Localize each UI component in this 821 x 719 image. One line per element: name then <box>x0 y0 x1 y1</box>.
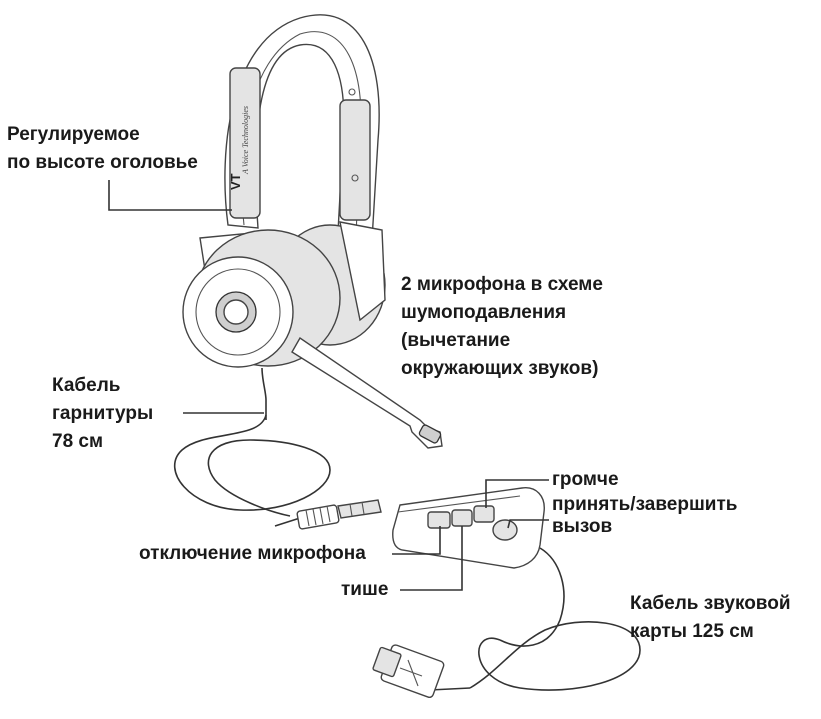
volume-up-label: громче <box>552 469 619 490</box>
svg-text:A Voice Technologies: A Voice Technologies <box>241 106 250 175</box>
audio-jack-plug <box>296 504 340 530</box>
headset-cable <box>173 414 331 517</box>
volume-up-button <box>473 505 495 523</box>
mute-button <box>427 511 451 529</box>
headband-label: Регулируемое по высоте оголовье <box>7 124 198 173</box>
microphone-boom <box>291 336 443 449</box>
answer-end-label: принять/завершить вызов <box>552 494 738 537</box>
inline-remote <box>392 487 545 569</box>
mute-leader <box>392 526 441 555</box>
svg-text:VT: VT <box>228 173 243 190</box>
soundcard-cable-label: Кабель звуковой карты 125 см <box>630 593 791 642</box>
headband-slider <box>229 67 261 219</box>
headband-leader <box>108 180 232 211</box>
soundcard-cable <box>469 621 641 691</box>
answer-leader <box>507 519 549 529</box>
volume-up-leader <box>485 479 549 508</box>
volume-down-leader <box>400 526 463 591</box>
volume-down-label: тише <box>341 579 389 600</box>
brand-logo: VT A Voice Technologies <box>228 106 250 190</box>
answer-button <box>492 519 518 541</box>
mute-label: отключение микрофона <box>139 543 366 564</box>
volume-down-button <box>451 509 473 527</box>
microphones-label: 2 микрофона в схеме шумоподавления (выче… <box>401 274 603 379</box>
headset-cable-label: Кабель гарнитуры 78 см <box>52 375 154 452</box>
